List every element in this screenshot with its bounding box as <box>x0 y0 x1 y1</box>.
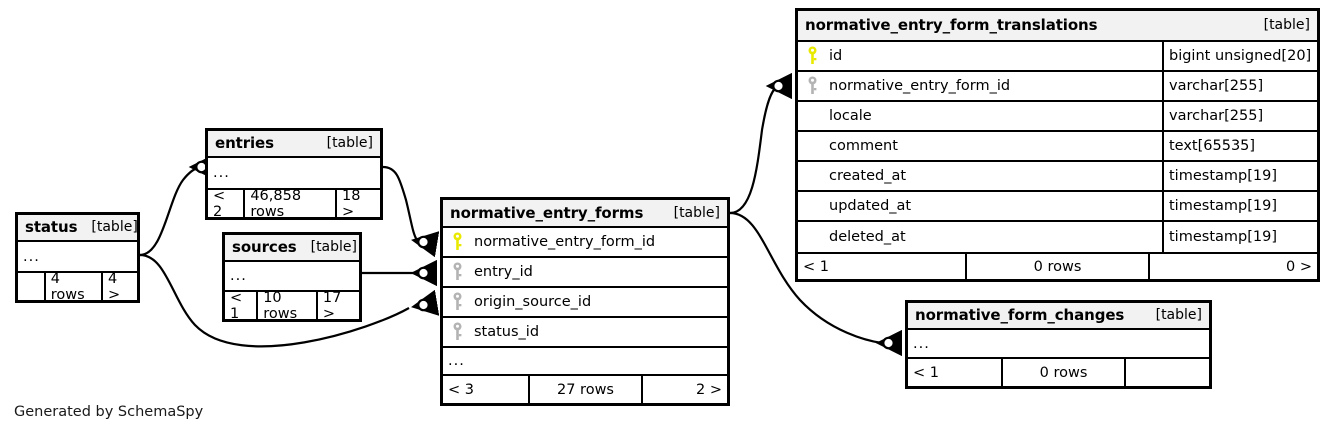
table-title: normative_entry_forms <box>450 203 644 222</box>
footer-parent-count: < 1 <box>913 364 939 381</box>
footer-parent-count <box>18 273 44 300</box>
column-type: timestamp[19] <box>1162 162 1317 190</box>
table-type-tag: [table] <box>91 219 138 235</box>
column-name: normative_entry_form_id <box>474 234 656 250</box>
table-normative-entry-form-translations[interactable]: normative_entry_form_translations [table… <box>795 8 1320 282</box>
column-list: ... <box>208 158 380 190</box>
table-header: sources [table] <box>225 235 359 262</box>
footer-row-count: 46,858 rows <box>243 190 335 217</box>
column-list: ... <box>18 242 137 273</box>
table-footer: 4 rows 4 > <box>18 273 137 300</box>
table-footer: < 1 0 rows 0 > <box>798 252 1317 279</box>
table-type-tag: [table] <box>326 135 373 151</box>
footer-child-count: 4 > <box>100 273 137 300</box>
column-row[interactable]: normative_entry_form_id varchar[255] <box>798 72 1317 102</box>
table-normative-entry-forms[interactable]: normative_entry_forms [table] normative_… <box>440 197 730 406</box>
column-row[interactable]: id bigint unsigned[20] <box>798 42 1317 72</box>
footer-parent-count: < 1 <box>230 292 243 319</box>
column-row[interactable]: deleted_at timestamp[19] <box>798 222 1317 252</box>
column-name: comment <box>829 138 898 154</box>
table-header: normative_form_changes [table] <box>908 303 1209 330</box>
foreign-key-icon <box>443 262 472 282</box>
footer-row-count: 4 rows <box>43 273 101 300</box>
column-row[interactable]: comment text[65535] <box>798 132 1317 162</box>
footer-parent-count: < 1 <box>803 258 829 275</box>
column-list: normative_entry_form_id entry_id <box>443 228 727 376</box>
column-name: updated_at <box>829 198 912 214</box>
column-name: normative_entry_form_id <box>829 78 1011 94</box>
footer-parent-count: < 3 <box>448 381 474 398</box>
column-type: varchar[255] <box>1162 102 1317 130</box>
table-header: entries [table] <box>208 131 380 158</box>
column-list: ... <box>908 330 1209 359</box>
column-name: created_at <box>829 168 907 184</box>
footer-parent-count: < 2 <box>213 190 226 217</box>
column-row[interactable]: normative_entry_form_id <box>443 228 727 258</box>
table-title: normative_entry_form_translations <box>805 16 1098 34</box>
more-columns-indicator: ... <box>208 158 380 190</box>
table-normative-form-changes[interactable]: normative_form_changes [table] ... < 1 0… <box>905 300 1212 389</box>
foreign-key-icon <box>798 76 827 96</box>
foreign-key-icon <box>443 322 472 342</box>
column-type: varchar[255] <box>1162 72 1317 100</box>
table-title: status <box>25 218 78 236</box>
table-header: status [table] <box>18 215 138 242</box>
column-name: locale <box>829 108 872 124</box>
footer-child-count <box>1124 359 1209 386</box>
more-columns-indicator: ... <box>225 262 359 292</box>
table-footer: < 1 0 rows <box>908 359 1209 386</box>
table-footer: < 1 10 rows 17 > <box>225 292 359 319</box>
primary-key-icon <box>798 46 827 66</box>
edge-status-to-entries <box>139 153 216 257</box>
column-name: status_id <box>474 324 540 340</box>
table-status[interactable]: status [table] ... 4 rows 4 > <box>15 212 140 303</box>
column-name: entry_id <box>474 264 533 280</box>
footer-child-count: 17 > <box>315 292 359 319</box>
footer-child-count: 2 > <box>641 376 727 403</box>
column-row[interactable]: status_id <box>443 318 727 348</box>
edge-forms-to-translations <box>729 72 793 215</box>
footer-row-count: 10 rows <box>256 292 316 319</box>
table-title: normative_form_changes <box>915 306 1125 324</box>
table-type-tag: [table] <box>310 239 357 255</box>
table-type-tag: [table] <box>1263 17 1310 33</box>
edge-entries-to-entry-id <box>382 165 440 258</box>
table-header: normative_entry_form_translations [table… <box>798 11 1317 42</box>
edge-sources-to-origin-source-id <box>362 259 438 287</box>
column-name: origin_source_id <box>474 294 592 310</box>
table-title: sources <box>232 238 297 256</box>
column-row[interactable]: created_at timestamp[19] <box>798 162 1317 192</box>
column-row[interactable]: updated_at timestamp[19] <box>798 192 1317 222</box>
table-type-tag: [table] <box>1155 307 1202 323</box>
more-columns-indicator: ... <box>443 348 727 376</box>
table-title: entries <box>215 134 274 152</box>
column-name: id <box>829 48 843 64</box>
column-list: ... <box>225 262 359 292</box>
table-footer: < 3 27 rows 2 > <box>443 376 727 403</box>
column-type: timestamp[19] <box>1162 192 1317 220</box>
generated-by-caption: Generated by SchemaSpy <box>14 404 204 420</box>
footer-row-count: 27 rows <box>528 376 641 403</box>
column-name: deleted_at <box>829 229 906 245</box>
table-type-tag: [table] <box>673 204 720 221</box>
column-type: bigint unsigned[20] <box>1162 42 1317 70</box>
table-header: normative_entry_forms [table] <box>443 200 727 228</box>
table-footer: < 2 46,858 rows 18 > <box>208 190 380 217</box>
footer-row-count: 0 rows <box>1001 359 1124 386</box>
table-entries[interactable]: entries [table] ... < 2 46,858 rows 18 > <box>205 128 383 220</box>
more-columns-indicator: ... <box>908 330 1209 359</box>
footer-row-count: 0 rows <box>965 254 1148 279</box>
table-sources[interactable]: sources [table] ... < 1 10 rows 17 > <box>222 232 362 322</box>
more-columns-indicator: ... <box>18 242 137 273</box>
foreign-key-icon <box>443 292 472 312</box>
column-type: timestamp[19] <box>1162 222 1317 252</box>
footer-child-count: 0 > <box>1148 254 1317 279</box>
column-list: id bigint unsigned[20] normative_entry_f… <box>798 42 1317 252</box>
column-row[interactable]: entry_id <box>443 258 727 288</box>
primary-key-icon <box>443 232 472 252</box>
column-row[interactable]: origin_source_id <box>443 288 727 318</box>
column-row[interactable]: locale varchar[255] <box>798 102 1317 132</box>
column-type: text[65535] <box>1162 132 1317 160</box>
footer-child-count: 18 > <box>334 190 380 217</box>
